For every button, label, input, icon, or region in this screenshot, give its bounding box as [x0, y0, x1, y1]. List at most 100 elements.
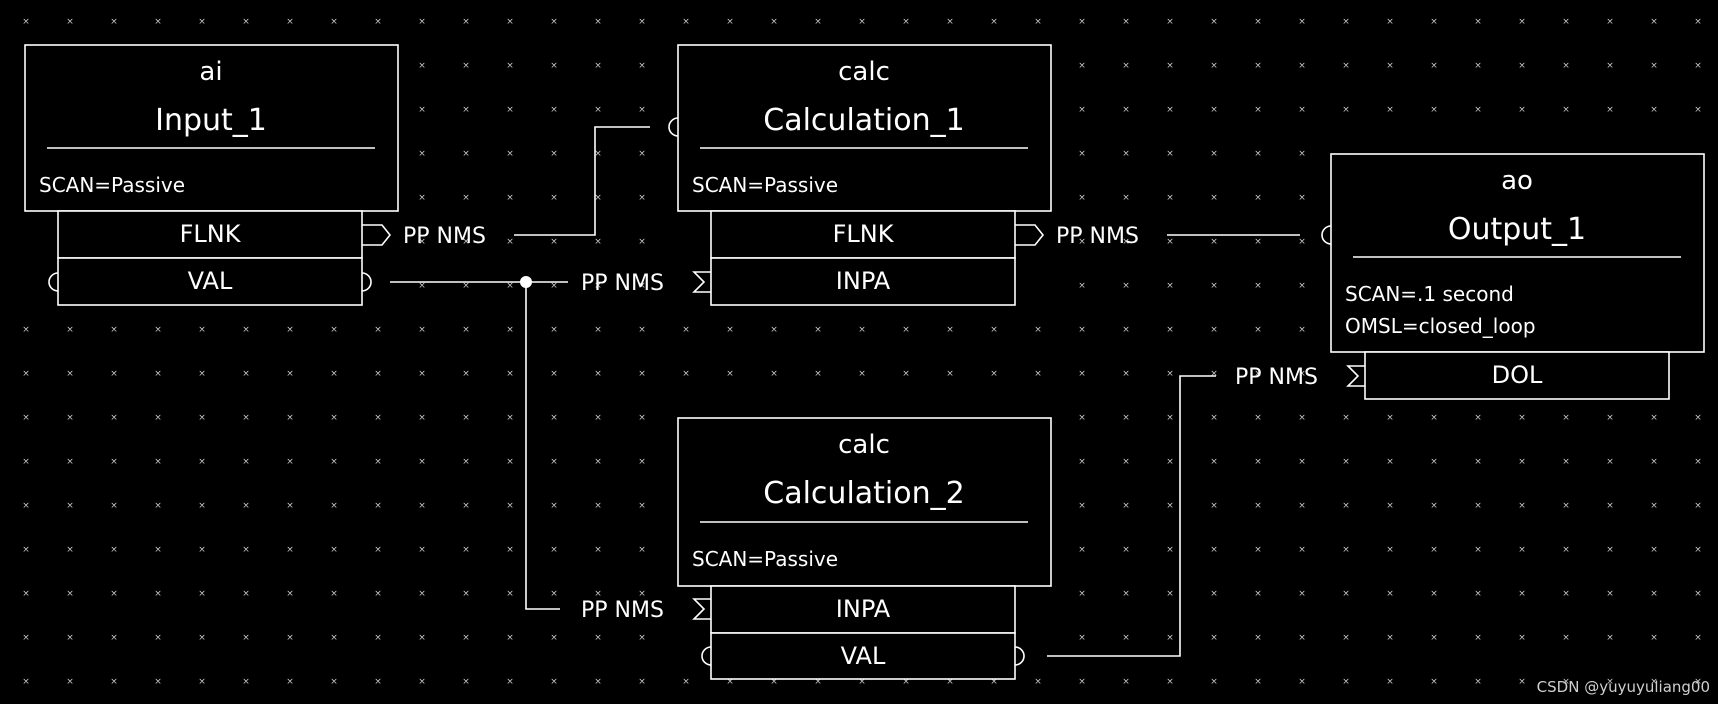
watermark: CSDN @yuyuyuliang00	[1536, 678, 1710, 696]
grid-marker: ×	[198, 589, 206, 599]
grid-marker: ×	[1166, 17, 1174, 27]
grid-marker: ×	[1298, 237, 1306, 247]
grid-marker: ×	[594, 105, 602, 115]
grid-marker: ×	[902, 369, 910, 379]
grid-marker: ×	[66, 457, 74, 467]
grid-marker: ×	[1298, 633, 1306, 643]
grid-marker: ×	[462, 149, 470, 159]
grid-marker: ×	[1078, 545, 1086, 555]
grid-marker: ×	[638, 369, 646, 379]
grid-marker: ×	[110, 17, 118, 27]
grid-marker: ×	[550, 105, 558, 115]
record-type: ai	[199, 57, 222, 87]
grid-marker: ×	[1078, 237, 1086, 247]
record-input-1[interactable]: ai Input_1 SCAN=Passive FLNK VAL	[24, 44, 399, 306]
grid-marker: ×	[418, 193, 426, 203]
grid-marker: ×	[550, 369, 558, 379]
grid-marker: ×	[418, 105, 426, 115]
record-header	[24, 44, 399, 212]
grid-marker: ×	[770, 369, 778, 379]
grid-marker: ×	[1210, 369, 1218, 379]
grid-marker: ×	[1518, 105, 1526, 115]
process-input-connector-icon	[1321, 225, 1332, 245]
grid-marker: ×	[1562, 633, 1570, 643]
grid-marker: ×	[1210, 17, 1218, 27]
record-calculation-1[interactable]: calc Calculation_1 SCAN=Passive FLNK INP…	[668, 44, 1052, 306]
grid-marker: ×	[66, 17, 74, 27]
grid-marker: ×	[242, 545, 250, 555]
grid-marker: ×	[1298, 325, 1306, 335]
grid-marker: ×	[1518, 413, 1526, 423]
grid-marker: ×	[1034, 677, 1042, 687]
grid-marker: ×	[1430, 61, 1438, 71]
grid-marker: ×	[682, 325, 690, 335]
grid-marker: ×	[198, 545, 206, 555]
grid-marker: ×	[506, 589, 514, 599]
grid-marker: ×	[550, 413, 558, 423]
grid-marker: ×	[1034, 17, 1042, 27]
grid-marker: ×	[1166, 149, 1174, 159]
grid-marker: ×	[418, 589, 426, 599]
grid-marker: ×	[1122, 193, 1130, 203]
grid-marker: ×	[550, 501, 558, 511]
grid-marker: ×	[638, 589, 646, 599]
grid-marker: ×	[462, 281, 470, 291]
grid-marker: ×	[418, 633, 426, 643]
grid-marker: ×	[1166, 633, 1174, 643]
record-calculation-2[interactable]: calc Calculation_2 SCAN=Passive INPA VAL	[677, 417, 1052, 680]
grid-marker: ×	[1562, 501, 1570, 511]
grid-marker: ×	[418, 501, 426, 511]
port-row	[710, 257, 1016, 306]
grid-marker: ×	[1078, 457, 1086, 467]
grid-marker: ×	[946, 369, 954, 379]
grid-marker: ×	[1474, 545, 1482, 555]
port-row	[57, 210, 363, 259]
grid-marker: ×	[1298, 193, 1306, 203]
grid-marker: ×	[1474, 61, 1482, 71]
grid-marker: ×	[990, 677, 998, 687]
grid-marker: ×	[66, 633, 74, 643]
grid-marker: ×	[946, 677, 954, 687]
grid-marker: ×	[22, 589, 30, 599]
grid-marker: ×	[1562, 61, 1570, 71]
grid-marker: ×	[1298, 281, 1306, 291]
grid-marker: ×	[462, 413, 470, 423]
grid-marker: ×	[594, 281, 602, 291]
grid-marker: ×	[1430, 457, 1438, 467]
grid-marker: ×	[1430, 17, 1438, 27]
grid-marker: ×	[1430, 413, 1438, 423]
grid-marker: ×	[946, 17, 954, 27]
grid-marker: ×	[374, 501, 382, 511]
grid-marker: ×	[506, 237, 514, 247]
grid-marker: ×	[1430, 105, 1438, 115]
grid-marker: ×	[638, 237, 646, 247]
grid-marker: ×	[154, 369, 162, 379]
record-output-1[interactable]: ao Output_1 SCAN=.1 second OMSL=closed_l…	[1321, 153, 1705, 400]
grid-marker: ×	[286, 589, 294, 599]
grid-marker: ×	[242, 677, 250, 687]
grid-marker: ×	[1518, 501, 1526, 511]
record-name: Input_1	[155, 103, 267, 138]
grid-marker: ×	[1254, 633, 1262, 643]
grid-marker: ×	[198, 17, 206, 27]
grid-marker: ×	[1078, 589, 1086, 599]
grid-marker: ×	[330, 677, 338, 687]
port-row	[710, 210, 1016, 259]
grid-marker: ×	[1078, 633, 1086, 643]
grid-marker: ×	[1342, 457, 1350, 467]
grid-marker: ×	[110, 369, 118, 379]
grid-marker: ×	[242, 17, 250, 27]
grid-marker: ×	[286, 17, 294, 27]
grid-marker: ×	[462, 457, 470, 467]
grid-marker: ×	[990, 325, 998, 335]
grid-marker: ×	[1386, 105, 1394, 115]
grid-marker: ×	[286, 501, 294, 511]
grid-marker: ×	[154, 589, 162, 599]
grid-marker: ×	[726, 677, 734, 687]
grid-marker: ×	[638, 61, 646, 71]
grid-marker: ×	[418, 325, 426, 335]
grid-marker: ×	[1518, 17, 1526, 27]
grid-marker: ×	[462, 17, 470, 27]
grid-marker: ×	[1210, 545, 1218, 555]
grid-marker: ×	[22, 677, 30, 687]
